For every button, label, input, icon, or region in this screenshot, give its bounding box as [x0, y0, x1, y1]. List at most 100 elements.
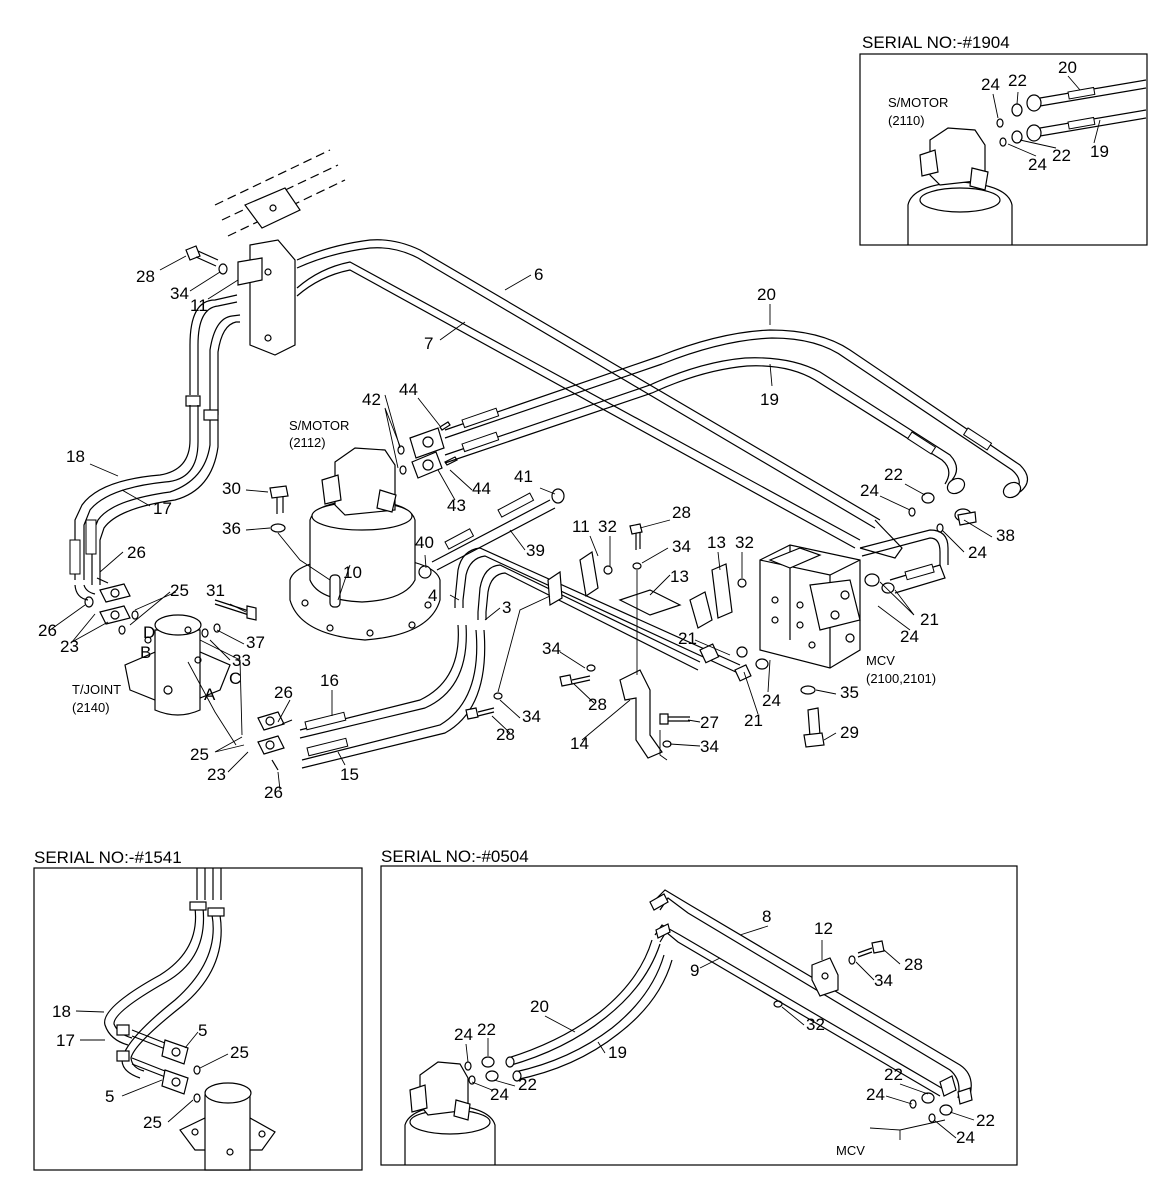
- hoses-19-20: [444, 329, 1029, 533]
- inset-0504-frame: [380, 865, 1018, 1166]
- svg-text:25: 25: [170, 581, 189, 600]
- svg-text:24: 24: [762, 691, 781, 710]
- inset-1541-frame: [33, 867, 363, 1171]
- svg-text:3: 3: [502, 598, 511, 617]
- svg-text:28: 28: [136, 267, 155, 286]
- tjoint-label: T/JOINT: [72, 682, 121, 697]
- svg-text:44: 44: [399, 380, 418, 399]
- smotor-main-code: (2112): [289, 435, 326, 450]
- svg-text:24: 24: [956, 1128, 975, 1147]
- svg-text:22: 22: [1052, 146, 1071, 165]
- svg-text:13: 13: [670, 567, 689, 586]
- svg-text:11: 11: [190, 296, 208, 315]
- svg-text:28: 28: [588, 695, 607, 714]
- svg-text:19: 19: [608, 1043, 627, 1062]
- svg-text:20: 20: [1058, 58, 1077, 77]
- inset-1904-swing-motor: [907, 127, 1013, 245]
- svg-text:24: 24: [968, 543, 987, 562]
- svg-text:21: 21: [744, 711, 763, 730]
- svg-text:10: 10: [343, 563, 362, 582]
- svg-text:34: 34: [874, 971, 893, 990]
- svg-text:7: 7: [424, 334, 433, 353]
- svg-text:32: 32: [735, 533, 754, 552]
- smotor-main-label: S/MOTOR: [289, 418, 349, 433]
- svg-text:20: 20: [530, 997, 549, 1016]
- svg-text:21: 21: [920, 610, 939, 629]
- svg-text:13: 13: [707, 533, 726, 552]
- svg-text:15: 15: [340, 765, 359, 784]
- inset-1904-callouts: 24 22 20 24 22 19: [981, 58, 1109, 174]
- svg-text:20: 20: [757, 285, 776, 304]
- pipes-3-4-15-16: [299, 547, 752, 769]
- svg-text:25: 25: [230, 1043, 249, 1062]
- svg-text:40: 40: [415, 533, 434, 552]
- main-callouts: 28 34 11 6 7 20 19 18 17 26 25 23 26 30 …: [38, 255, 1015, 802]
- svg-text:35: 35: [840, 683, 859, 702]
- svg-text:16: 16: [320, 671, 339, 690]
- svg-text:22: 22: [884, 465, 903, 484]
- svg-text:5: 5: [198, 1021, 207, 1040]
- svg-text:25: 25: [190, 745, 209, 764]
- svg-text:12: 12: [814, 919, 833, 938]
- svg-text:19: 19: [1090, 142, 1109, 161]
- svg-text:32: 32: [806, 1015, 825, 1034]
- svg-text:30: 30: [222, 479, 241, 498]
- svg-text:4: 4: [428, 586, 437, 605]
- svg-text:34: 34: [542, 639, 561, 658]
- svg-text:43: 43: [447, 496, 466, 515]
- bolt-31: [201, 599, 257, 638]
- svg-text:24: 24: [490, 1085, 509, 1104]
- svg-text:24: 24: [900, 627, 919, 646]
- svg-text:24: 24: [454, 1025, 473, 1044]
- swing-motor-main: [289, 447, 441, 641]
- svg-text:17: 17: [56, 1031, 75, 1050]
- svg-text:22: 22: [477, 1020, 496, 1039]
- svg-text:28: 28: [904, 955, 923, 974]
- svg-text:29: 29: [840, 723, 859, 742]
- svg-text:11: 11: [572, 517, 590, 536]
- svg-text:9: 9: [690, 961, 699, 980]
- pipe-clamps: [465, 523, 747, 761]
- frame-clamp-11: [214, 149, 346, 356]
- svg-text:33: 33: [232, 651, 251, 670]
- svg-text:44: 44: [472, 479, 491, 498]
- svg-text:34: 34: [700, 737, 719, 756]
- pipes-6-7: [296, 239, 903, 559]
- inset-1904-hoses: [996, 79, 1147, 147]
- svg-text:27: 27: [700, 713, 719, 732]
- svg-text:28: 28: [496, 725, 515, 744]
- svg-text:34: 34: [170, 284, 189, 303]
- svg-text:18: 18: [52, 1002, 71, 1021]
- mcv-code: (2100,2101): [866, 671, 936, 686]
- svg-text:22: 22: [976, 1111, 995, 1130]
- svg-text:8: 8: [762, 907, 771, 926]
- svg-text:32: 32: [598, 517, 617, 536]
- inset-0504-mcv-label: MCV: [836, 1143, 865, 1158]
- bolt-30: [269, 485, 331, 581]
- svg-text:21: 21: [678, 629, 697, 648]
- svg-text:42: 42: [362, 390, 381, 409]
- port-a: A: [204, 685, 216, 704]
- turning-joint: [124, 614, 231, 716]
- svg-text:36: 36: [222, 519, 241, 538]
- svg-text:25: 25: [143, 1113, 162, 1132]
- inset-serial-1541: SERIAL NO:-#1541 18 17 5 5 25 25: [33, 848, 363, 1171]
- svg-text:22: 22: [518, 1075, 537, 1094]
- svg-text:37: 37: [246, 633, 265, 652]
- inset-serial-1904: SERIAL NO:-#1904 S/MOTOR (2110): [859, 33, 1148, 246]
- tjoint-code: (2140): [72, 700, 110, 715]
- svg-text:23: 23: [207, 765, 226, 784]
- svg-text:24: 24: [860, 481, 879, 500]
- bolt-28-top: [185, 245, 228, 275]
- svg-text:6: 6: [534, 265, 543, 284]
- svg-text:18: 18: [66, 447, 85, 466]
- svg-text:26: 26: [38, 621, 57, 640]
- inset-1904-frame: [859, 53, 1148, 246]
- svg-text:22: 22: [884, 1065, 903, 1084]
- main-control-valve: [736, 511, 977, 748]
- mcv-label: MCV: [866, 653, 895, 668]
- svg-text:26: 26: [274, 683, 293, 702]
- inset-1904-motor-code: (2110): [888, 113, 925, 128]
- svg-text:23: 23: [60, 637, 79, 656]
- svg-text:39: 39: [526, 541, 545, 560]
